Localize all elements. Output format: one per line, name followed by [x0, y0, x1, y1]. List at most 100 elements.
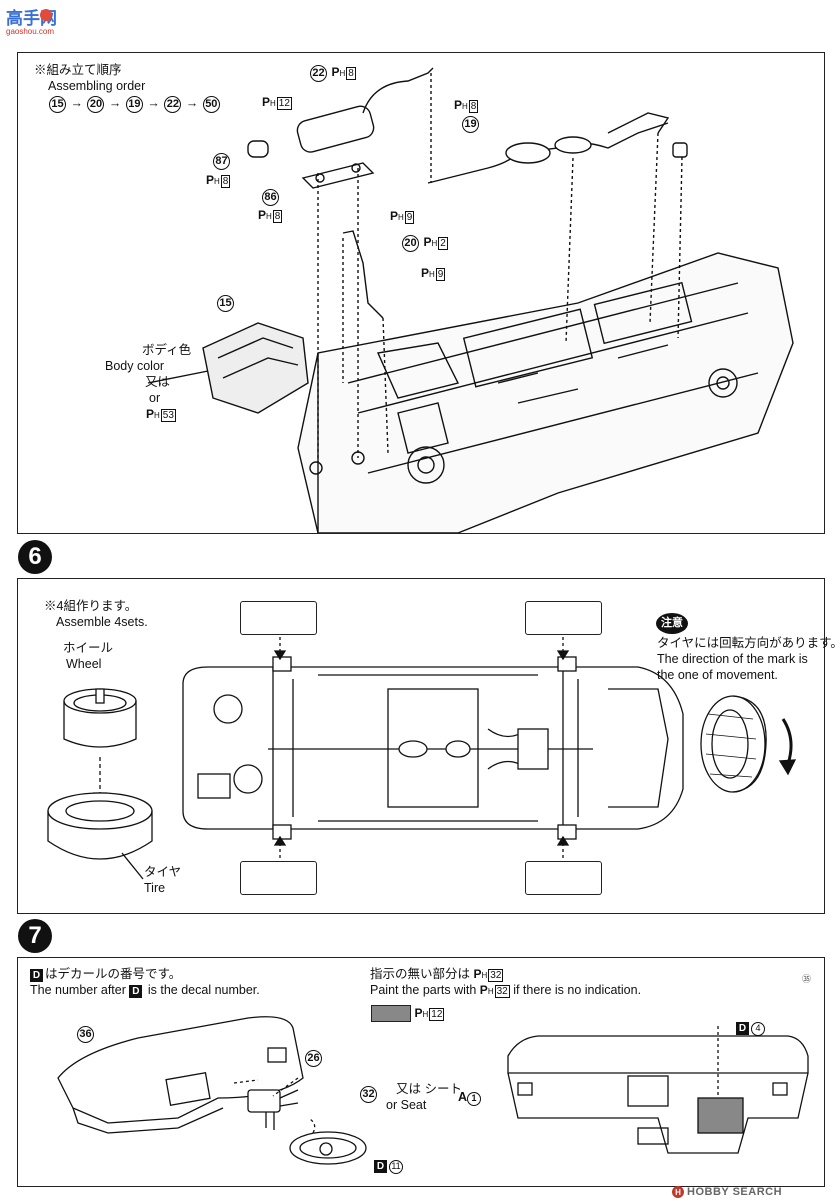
- paint-prefix: P: [262, 95, 271, 109]
- paint-prefix-sub: H: [431, 239, 438, 248]
- decal-badge: D: [30, 969, 43, 982]
- dash-decal-number: 4: [751, 1021, 765, 1036]
- chassis-underside-drawing: [47, 625, 797, 880]
- paint-number: 2: [438, 237, 448, 250]
- seat-or-en: or: [386, 1098, 398, 1112]
- assembling-order-sequence: 15 → 20 → 19 → 22 → 50: [48, 96, 221, 113]
- seat-en: Seat: [400, 1098, 427, 1112]
- seat-option-en: or Seat: [386, 1098, 426, 1113]
- part-19-label: 19: [461, 116, 480, 133]
- paint-number: 32: [488, 969, 504, 982]
- part-number: 87: [213, 153, 230, 170]
- part-number: 86: [262, 189, 279, 206]
- seat-or-jp: 又は: [396, 1082, 422, 1096]
- paint-prefix-sub: H: [270, 99, 276, 108]
- seat-option-jp: 又は シート: [396, 1082, 462, 1097]
- or-en: or: [149, 391, 161, 405]
- hobby-search-text: HOBBY SEARCH: [687, 1186, 783, 1198]
- body-color-en: Body color: [105, 359, 165, 373]
- part-15-label: 15: [216, 295, 235, 312]
- paint-prefix-sub: H: [266, 212, 272, 221]
- paint-prefix-sub: H: [429, 270, 435, 279]
- tire-label-jp: タイヤ: [144, 865, 182, 879]
- part-number: 36: [77, 1026, 94, 1043]
- paint-prefix: P: [479, 983, 488, 997]
- caution-jp: タイヤには回転方向があります。: [657, 636, 840, 650]
- caution-label: 注意: [656, 613, 688, 634]
- paint-number: 8: [468, 100, 479, 113]
- assembling-order-en: Assembling order: [48, 79, 146, 93]
- svg-text:gaoshou.com: gaoshou.com: [6, 27, 54, 36]
- assembling-order-jp: ※組み立て順序: [34, 63, 122, 77]
- gray-paint-chip: [371, 1005, 411, 1022]
- part-number: 15: [217, 295, 234, 312]
- paint-number: 53: [160, 409, 176, 422]
- corner-mark: ㉟: [802, 974, 812, 984]
- caution-en-2: the one of movement.: [657, 668, 778, 682]
- seat-jp: シート: [424, 1082, 463, 1096]
- paint-prefix: P: [414, 1005, 423, 1020]
- order-part-5: 50: [202, 96, 220, 113]
- paint-note-jp-text: 指示の無い部分は: [370, 967, 471, 981]
- paint-number: 12: [429, 1007, 445, 1021]
- paint-prefix-sub: H: [214, 177, 220, 186]
- order-part-2: 20: [87, 96, 105, 113]
- caution-badge: 注意: [656, 613, 688, 634]
- assemble-sets-en: Assemble 4sets.: [56, 615, 148, 629]
- part-87-label: 87: [212, 153, 231, 170]
- order-part-4: 22: [164, 96, 182, 113]
- wheel-label-jp: ホイール: [63, 641, 114, 655]
- paint-prefix: P: [331, 65, 340, 79]
- paint-prefix-sub: H: [481, 971, 488, 980]
- part-26-label: 26: [304, 1050, 323, 1067]
- paint-prefix-sub: H: [154, 411, 160, 420]
- wheel-position-box-front-right: [240, 861, 317, 895]
- paint-prefix: P: [258, 208, 267, 222]
- watermark-logo-mark: 高手网 gaoshou.com: [6, 8, 57, 36]
- watermark-logo: 高手网 gaoshou.com: [4, 6, 94, 36]
- step7-badge: 7: [18, 919, 52, 953]
- paint-note-en-part2: if there is no indication.: [513, 983, 642, 997]
- seat-code-letter: A: [458, 1090, 468, 1104]
- part-number: 20: [402, 235, 419, 252]
- order-part-3: 19: [125, 96, 143, 113]
- step6-badge: 6: [18, 540, 52, 574]
- paint-prefix: P: [421, 266, 430, 280]
- seat-decal-number: 1: [467, 1091, 482, 1106]
- body-color-jp: ボディ色: [142, 343, 192, 357]
- paint-prefix-sub: H: [462, 102, 468, 111]
- dashboard-assembly-drawing: [57, 1016, 809, 1165]
- paint-prefix: P: [146, 407, 155, 421]
- paint-prefix-sub: H: [398, 213, 404, 222]
- exhaust-assembly-drawing: [147, 67, 794, 533]
- decal-badge: D: [736, 1022, 749, 1035]
- paint-number: 8: [220, 175, 231, 188]
- paint-prefix-sub: H: [487, 987, 494, 996]
- paint-prefix: P: [206, 173, 215, 187]
- footer-logo: H HOBBY SEARCH: [672, 1185, 782, 1199]
- paint-note-en-part1: Paint the parts with: [370, 983, 477, 997]
- decal-note-en: The number after D is the decal number.: [30, 983, 260, 998]
- decal-badge: D: [129, 985, 143, 998]
- paint-number: 9: [404, 211, 415, 224]
- caution-en-1: The direction of the mark is: [657, 652, 808, 666]
- decal-note-jp-text: はデカールの番号です。: [45, 967, 182, 981]
- paint-prefix-sub: H: [422, 1009, 429, 1019]
- paint-number: 8: [272, 210, 283, 223]
- paint-number: 8: [346, 67, 356, 80]
- assemble-sets-jp: ※4組作ります。: [44, 599, 138, 613]
- order-part-1: 15: [49, 96, 66, 113]
- tire-label-en: Tire: [144, 881, 166, 895]
- paint-number: 12: [276, 97, 292, 110]
